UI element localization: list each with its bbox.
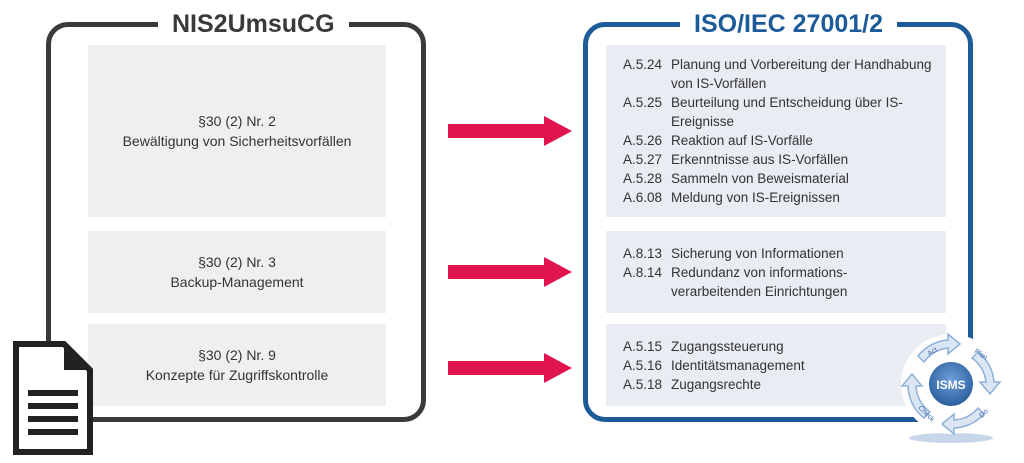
iso-control-text: Identitätsmanagement	[671, 357, 805, 373]
iso-control-id: A.5.15	[623, 338, 663, 354]
iso-title: ISO/IEC 27001/2	[680, 8, 898, 40]
isms-label: ISMS	[936, 378, 965, 392]
iso-control-text: Erkenntnisse aus IS-Vorfällen	[671, 152, 849, 167]
nis2-title: NIS2UmsuCG	[158, 8, 349, 40]
iso-control-id: A.5.25	[623, 95, 663, 110]
document-icon	[13, 341, 93, 455]
iso-control: A.5.27 Erkenntnisse aus IS-Vorfällen	[623, 150, 934, 169]
iso-control-id: A.6.08	[623, 190, 663, 205]
nis2-box-1-ref: §30 (2) Nr. 2	[198, 113, 276, 129]
iso-control: A.5.24 Planung und Vorbereitung der Handh…	[623, 55, 934, 93]
nis2-box-3-ref: §30 (2) Nr. 9	[198, 347, 276, 363]
iso-control-text: Meldung von IS-Ereignissen	[671, 190, 840, 205]
iso-control: A.5.26 Reaktion auf IS-Vorfälle	[623, 131, 934, 150]
iso-control: A.5.25 Beurteilung und Entscheidung über …	[623, 93, 934, 131]
nis2-box-3: §30 (2) Nr. 9 Konzepte für Zugriffskontr…	[88, 324, 386, 406]
iso-control-text: Sammeln von Beweismaterial	[671, 171, 849, 186]
isms-cycle-icon: ISMS Act Plan Do Check	[900, 332, 1002, 443]
iso-control-id: A.5.18	[623, 376, 663, 392]
iso-control-text: Beurteilung und Entscheidung über IS-Ere…	[671, 95, 903, 129]
nis2-box-3-desc: Konzepte für Zugriffskontrolle	[145, 367, 329, 383]
cycle-do-label: Do	[978, 408, 989, 419]
mapping-arrow-3	[448, 353, 572, 383]
iso-control-text: Sicherung von Informationen	[671, 245, 844, 261]
cycle-act-label: Act	[927, 347, 939, 358]
iso-control: A.5.15 Zugangssteuerung	[623, 337, 934, 356]
iso-control-id: A.5.16	[623, 357, 663, 373]
nis2-box-2-ref: §30 (2) Nr. 3	[198, 254, 276, 270]
iso-control-id: A.8.14	[623, 264, 663, 280]
iso-control: A.6.08 Meldung von IS-Ereignissen	[623, 188, 934, 207]
iso-control: A.5.16 Identitätsmanagement	[623, 356, 934, 375]
iso-control: A.5.18 Zugangsrechte	[623, 375, 934, 394]
iso-control-text: Zugangssteuerung	[671, 338, 784, 354]
iso-control-id: A.5.26	[623, 133, 663, 148]
iso-control-text: Reaktion auf IS-Vorfälle	[671, 133, 813, 148]
iso-control-id: A.8.13	[623, 245, 663, 261]
iso-control-text: Zugangsrechte	[671, 376, 762, 392]
iso-control: A.8.14 Redundanz von informations-verarbe…	[623, 263, 934, 301]
iso-control-id: A.5.28	[623, 171, 663, 186]
iso-control-text: Redundanz von informations-verarbeitende…	[671, 264, 848, 299]
iso-box-2: A.8.13 Sicherung von Informationen A.8.14…	[606, 231, 946, 313]
iso-control-id: A.5.27	[623, 152, 663, 167]
nis2-box-2-desc: Backup-Management	[170, 274, 304, 290]
nis2-box-1: §30 (2) Nr. 2 Bewältigung von Sicherheit…	[88, 45, 386, 217]
nis2-box-1-desc: Bewältigung von Sicherheitsvorfällen	[122, 133, 352, 149]
nis2-box-2: §30 (2) Nr. 3 Backup-Management	[88, 231, 386, 313]
iso-control: A.8.13 Sicherung von Informationen	[623, 244, 934, 263]
iso-box-1: A.5.24 Planung und Vorbereitung der Handh…	[606, 45, 946, 217]
iso-control-text: Planung und Vorbereitung der Handhabung …	[671, 57, 932, 91]
mapping-arrow-1	[448, 116, 572, 146]
mapping-arrow-2	[448, 257, 572, 287]
iso-control-id: A.5.24	[623, 57, 663, 72]
iso-box-3: A.5.15 Zugangssteuerung A.5.16 Identitätsm…	[606, 324, 946, 406]
iso-control: A.5.28 Sammeln von Beweismaterial	[623, 169, 934, 188]
